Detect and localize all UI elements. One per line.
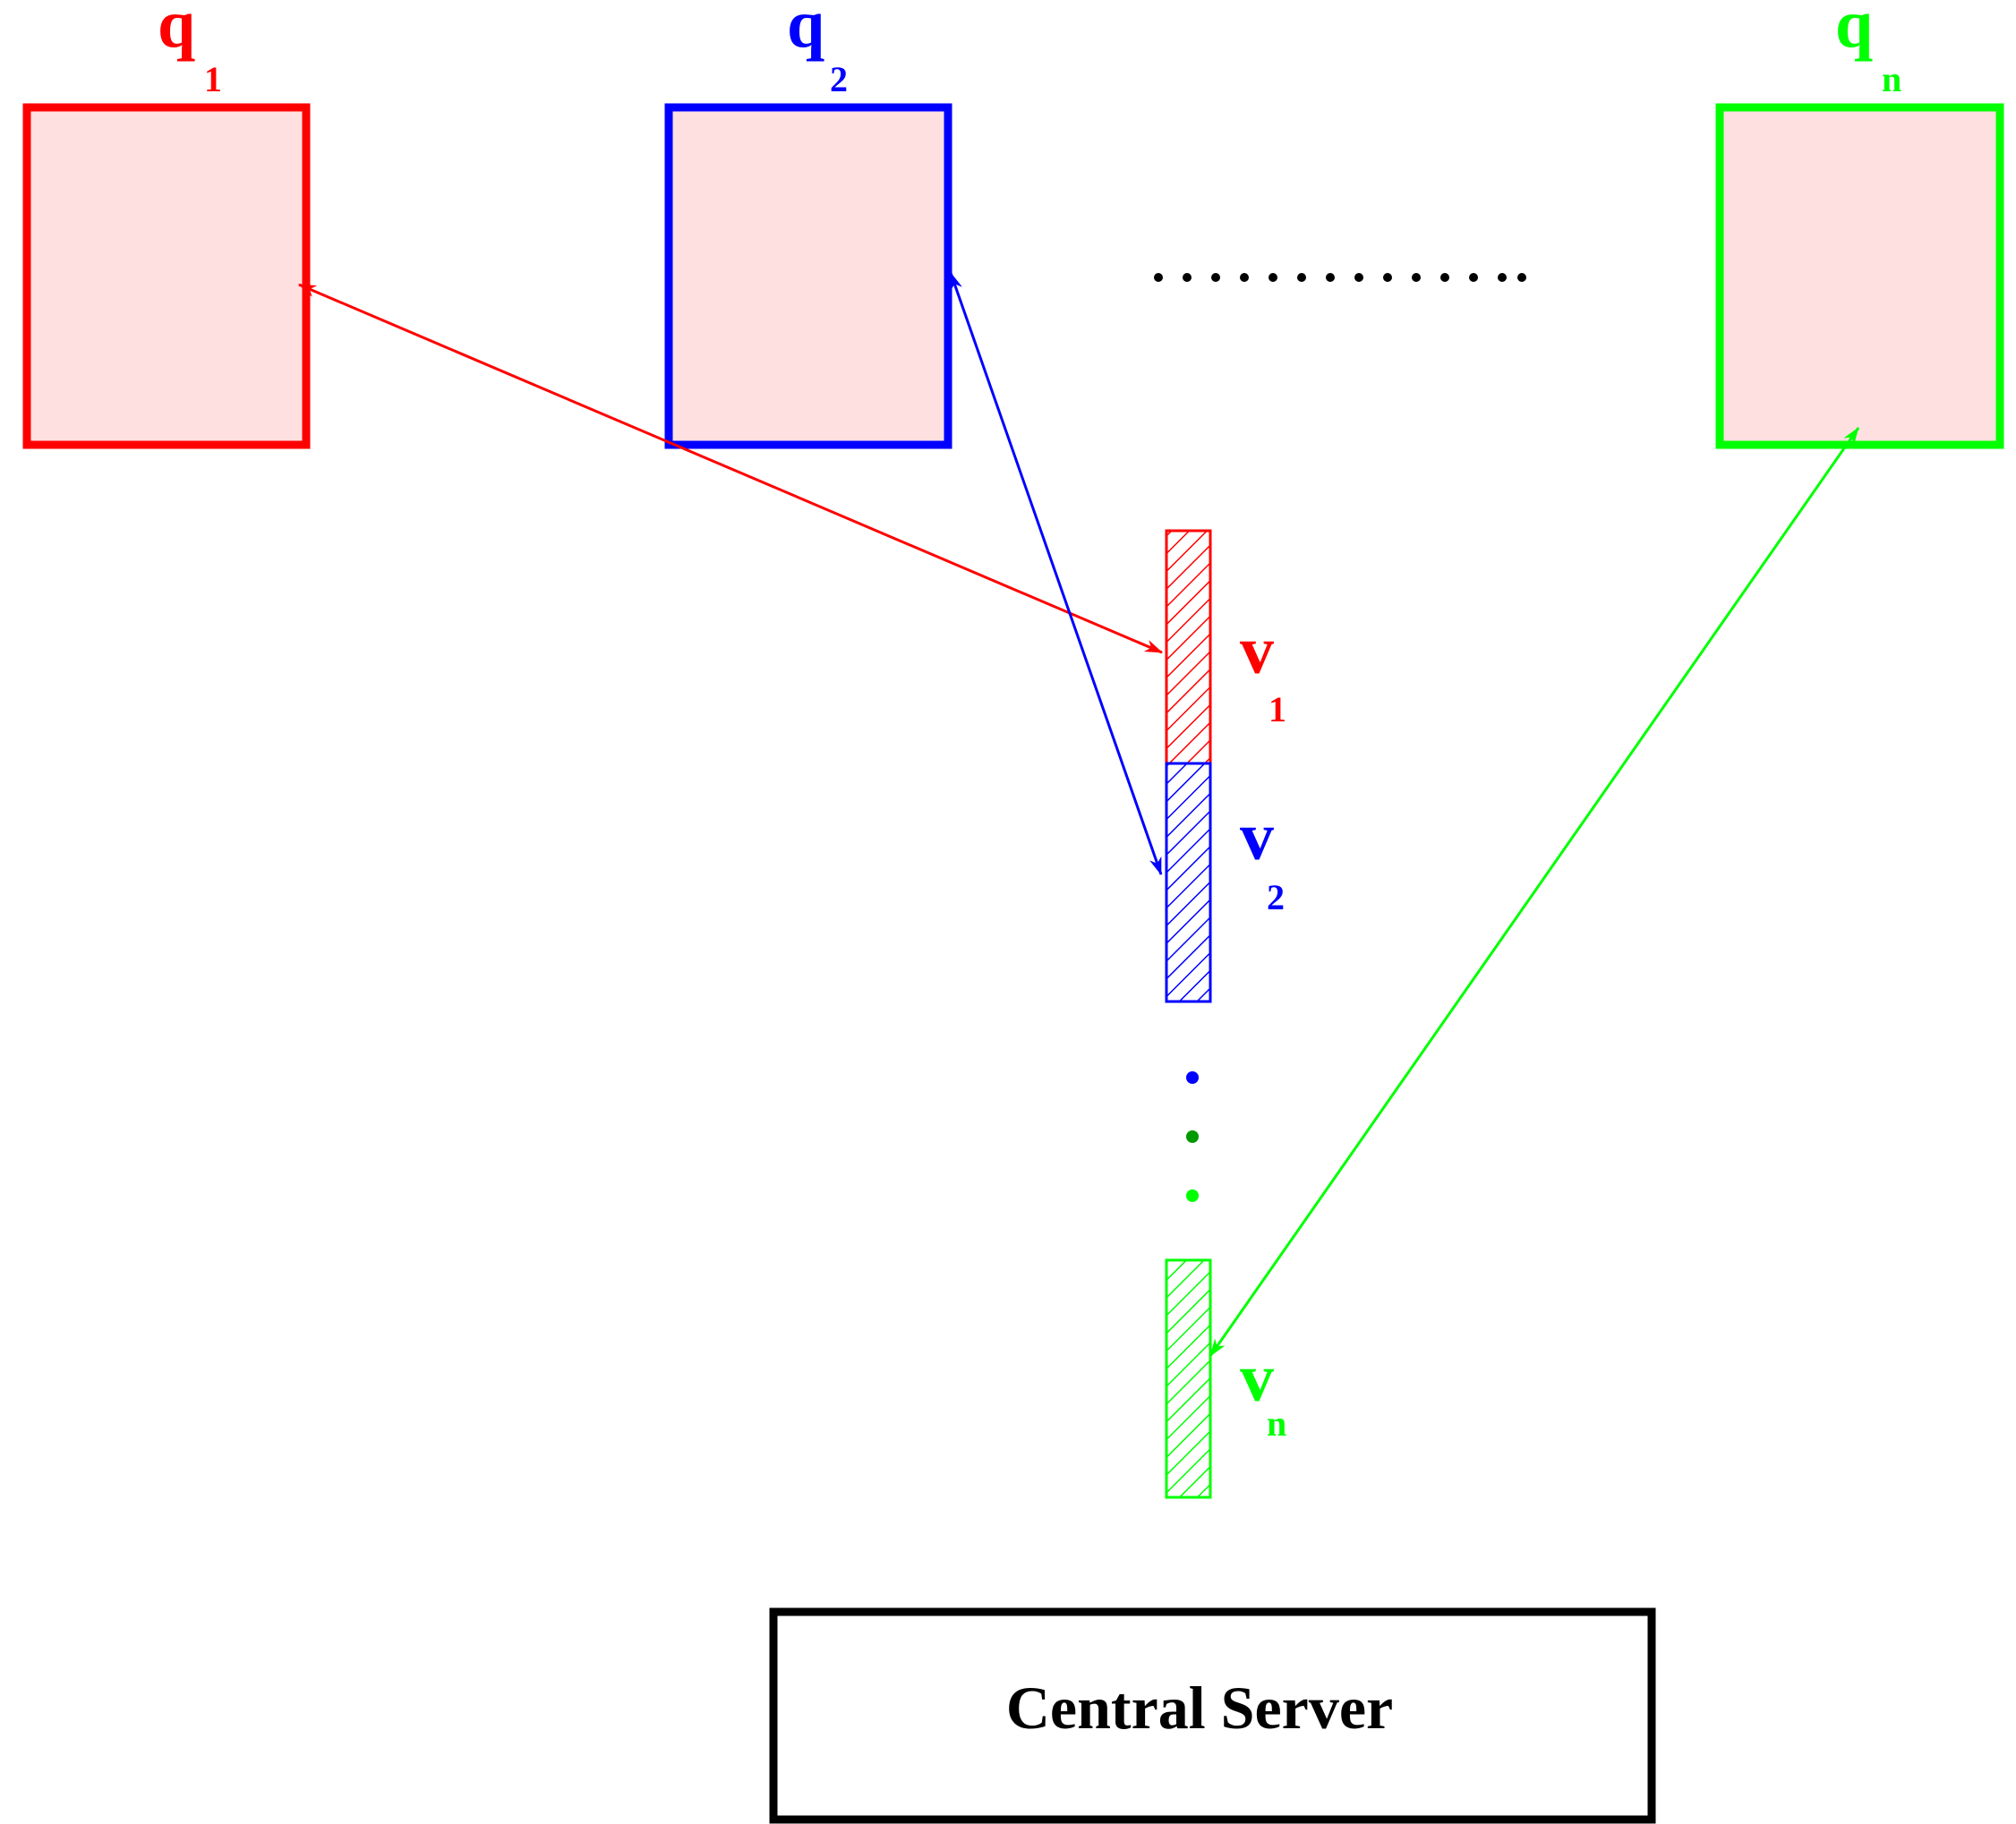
segment-vn-bar [1165, 1258, 1212, 1499]
central-server-label: Central Server [1006, 1674, 1393, 1742]
ellipsis-dot [1211, 273, 1220, 282]
client-q2: q 2 [664, 0, 952, 449]
arrow-q2-v2 [949, 272, 1163, 875]
vertical-ellipsis-dot [1186, 1130, 1199, 1143]
client-qn-index: n [1882, 59, 1901, 99]
ellipsis-dot [1240, 273, 1249, 282]
segment-v2-bar [1165, 762, 1212, 1003]
client-q1: q 1 [22, 0, 311, 449]
arrow-qn-vn [1209, 427, 1860, 1357]
client-qn: q n [1715, 0, 2004, 449]
ellipsis-dot [1383, 273, 1392, 282]
horizontal-ellipsis [1154, 273, 1526, 282]
ellipsis-dot [1440, 273, 1449, 282]
ellipsis-dot [1354, 273, 1363, 282]
ellipsis-dot [1412, 273, 1421, 282]
client-q2-index: 2 [830, 59, 848, 99]
client-q1-label: q [158, 0, 195, 62]
client-q2-label: q [787, 0, 824, 62]
ellipsis-dot [1326, 273, 1335, 282]
vertical-ellipsis [1186, 1071, 1199, 1202]
client-qn-label: q [1835, 0, 1873, 62]
segment-v1-index: 1 [1269, 689, 1286, 729]
ellipsis-dot [1269, 273, 1277, 282]
client-qn-box [1715, 103, 2004, 449]
segment-v1-bar [1165, 529, 1212, 765]
segment-v2-label: v [1240, 799, 1274, 874]
ellipsis-dot [1517, 273, 1526, 282]
ellipsis-dot [1154, 273, 1163, 282]
segment-vn: v n [1165, 1258, 1286, 1499]
ellipsis-dot [1183, 273, 1192, 282]
client-q1-index: 1 [204, 59, 222, 99]
segment-v1: v 1 [1165, 529, 1286, 765]
vertical-ellipsis-dot [1186, 1071, 1199, 1084]
central-server-box [769, 1607, 1656, 1824]
client-q1-box [22, 103, 311, 449]
ellipsis-dot [1469, 273, 1478, 282]
ellipsis-dot [1297, 273, 1306, 282]
segment-v2-index: 2 [1267, 877, 1285, 917]
segment-v2: v 2 [1165, 762, 1285, 1003]
segment-v1-label: v [1240, 613, 1274, 688]
segment-vn-index: n [1267, 1403, 1286, 1444]
central-server: Central Server [769, 1607, 1656, 1824]
vertical-ellipsis-dot [1186, 1189, 1199, 1202]
ellipsis-dot [1498, 273, 1507, 282]
client-q2-box [664, 103, 952, 449]
